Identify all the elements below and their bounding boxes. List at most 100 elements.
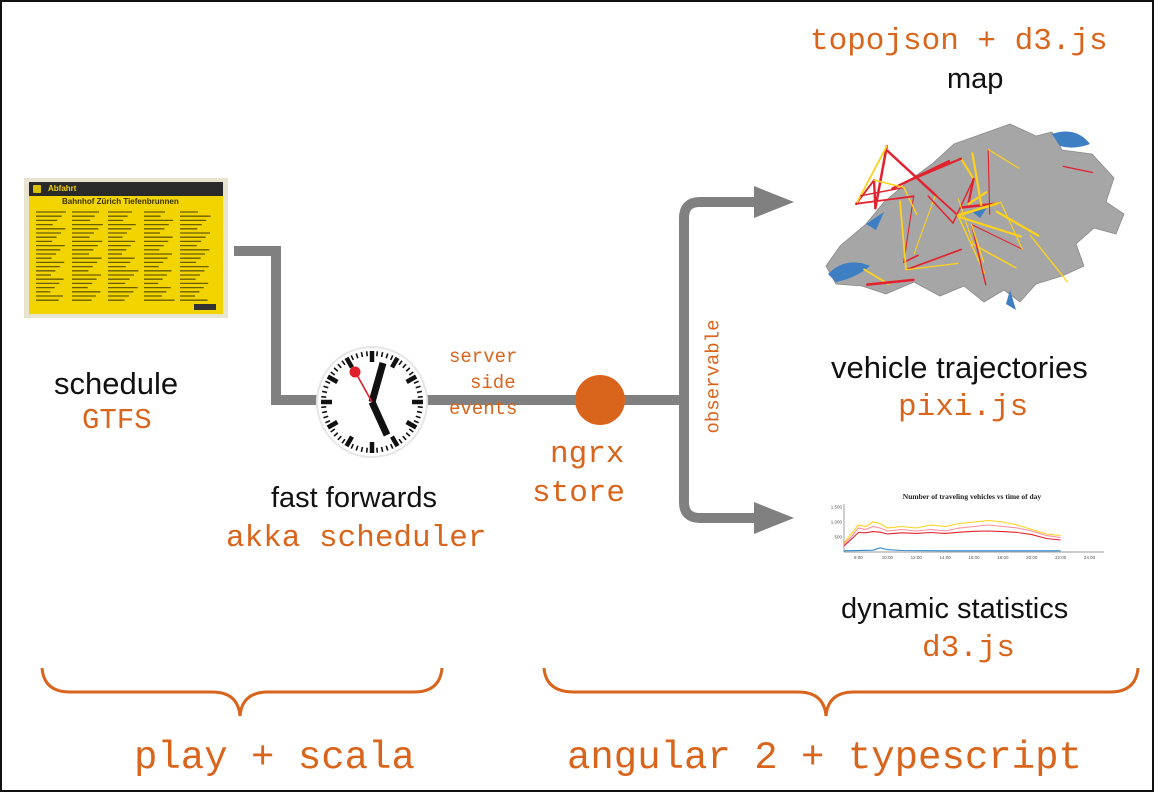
wire-branch-to-map: [679, 197, 760, 400]
clock-tick: [385, 353, 389, 359]
stats-chart: Number of traveling vehicles vs time of …: [831, 492, 1104, 560]
map-route: [899, 200, 907, 271]
map-route: [956, 202, 999, 217]
clock-tick: [398, 438, 403, 444]
clock-tick: [376, 447, 379, 453]
clock-tick: [416, 410, 423, 414]
clock-tick: [350, 355, 355, 361]
stats-y-tick: 1,000: [831, 520, 843, 525]
clock-tick: [355, 353, 359, 359]
sse-label-line3: events: [449, 398, 518, 420]
clock-tick: [330, 371, 336, 376]
stats-x-tick: 10:00: [882, 555, 894, 560]
map-lake-constance: [1052, 131, 1090, 148]
clock-tick: [365, 447, 368, 453]
map-route: [863, 268, 890, 285]
map-route: [952, 178, 975, 224]
stats-y-tick: 500: [834, 535, 842, 540]
map-route: [972, 243, 1017, 269]
sse-label-line1: server: [449, 346, 518, 368]
footer-left-label: play + scala: [134, 736, 415, 780]
clock-tick: [337, 435, 342, 441]
map-route: [859, 186, 905, 197]
map-route: [873, 179, 905, 189]
ngrx-store-node: [575, 375, 625, 425]
observable-label: observable: [702, 319, 725, 434]
map-route: [927, 195, 954, 224]
switzerland-map: [825, 123, 1125, 310]
map-route: [1029, 234, 1068, 283]
map-route: [886, 149, 937, 197]
clock-tick: [337, 363, 342, 369]
schedule-title: schedule: [54, 366, 179, 401]
map-route: [934, 194, 959, 217]
map-lake-neuchatel: [866, 212, 884, 230]
brace-left: [40, 667, 444, 717]
map-route: [855, 195, 915, 205]
clock-tick: [405, 374, 418, 384]
stats-y-tick: 1,500: [831, 505, 843, 510]
map-route: [913, 194, 936, 254]
clock-tick: [333, 432, 339, 437]
stats-series-line: [843, 530, 1061, 547]
map-routes: [855, 144, 1094, 286]
clock-tick: [326, 420, 339, 430]
map-route: [960, 157, 975, 180]
map-route: [971, 224, 1023, 250]
clock-tick: [325, 380, 331, 385]
map-route: [905, 248, 963, 271]
map-route: [970, 223, 985, 263]
clock-tick: [413, 380, 419, 385]
map-route: [957, 198, 974, 245]
clock-tick: [333, 367, 339, 372]
clock-tick: [390, 435, 400, 448]
clock-tick: [408, 371, 414, 376]
clock-tick: [350, 443, 355, 449]
clock-tick: [405, 432, 411, 437]
clock-tick: [405, 367, 411, 372]
clock-tick: [326, 374, 339, 384]
clock-tick: [341, 360, 346, 366]
map-route: [905, 262, 959, 271]
map-lake-geneva: [828, 262, 870, 282]
clock-tick: [365, 351, 368, 357]
footer-right-label: angular 2 + typescript: [567, 736, 1082, 780]
map-route: [1000, 201, 1023, 250]
clock-tick: [321, 410, 328, 414]
clock-tick: [385, 445, 389, 451]
clock-tick: [389, 355, 394, 361]
clock-icon: [316, 346, 428, 458]
clock-tick: [398, 360, 403, 366]
map-title: map: [947, 63, 1004, 95]
map-route: [903, 186, 918, 216]
stats-x-tick: 24:00: [1084, 555, 1096, 560]
stats-x-tick: 16:00: [968, 555, 980, 560]
clock-tick: [355, 445, 359, 451]
arrowhead-to-stats-icon: [754, 502, 794, 534]
clock-title: fast forwards: [271, 482, 437, 514]
clock-tick: [390, 356, 400, 369]
clock-tick: [408, 428, 414, 433]
map-route: [872, 178, 877, 210]
map-route: [903, 195, 915, 263]
clock-tick: [413, 419, 419, 424]
map-route: [855, 145, 888, 205]
departure-board-columns: [36, 211, 211, 301]
clock-tick: [417, 406, 423, 409]
clock-tick: [323, 415, 329, 419]
sse-label-line2: side: [470, 372, 516, 394]
schedule-tech: GTFS: [82, 404, 152, 437]
map-route: [967, 191, 988, 206]
map-route: [987, 148, 1020, 169]
stats-series-line: [843, 547, 1061, 552]
stats-x-tick: 8:00: [854, 555, 863, 560]
stats-tech: d3.js: [922, 631, 1016, 666]
departure-board-image: [24, 178, 228, 318]
stats-series-line: [843, 519, 1061, 544]
clock-tick: [415, 385, 421, 389]
clock-tick: [321, 390, 328, 394]
arrowhead-to-map-icon: [754, 186, 794, 218]
stats-chart-title: Number of traveling vehicles vs time of …: [903, 492, 1042, 501]
